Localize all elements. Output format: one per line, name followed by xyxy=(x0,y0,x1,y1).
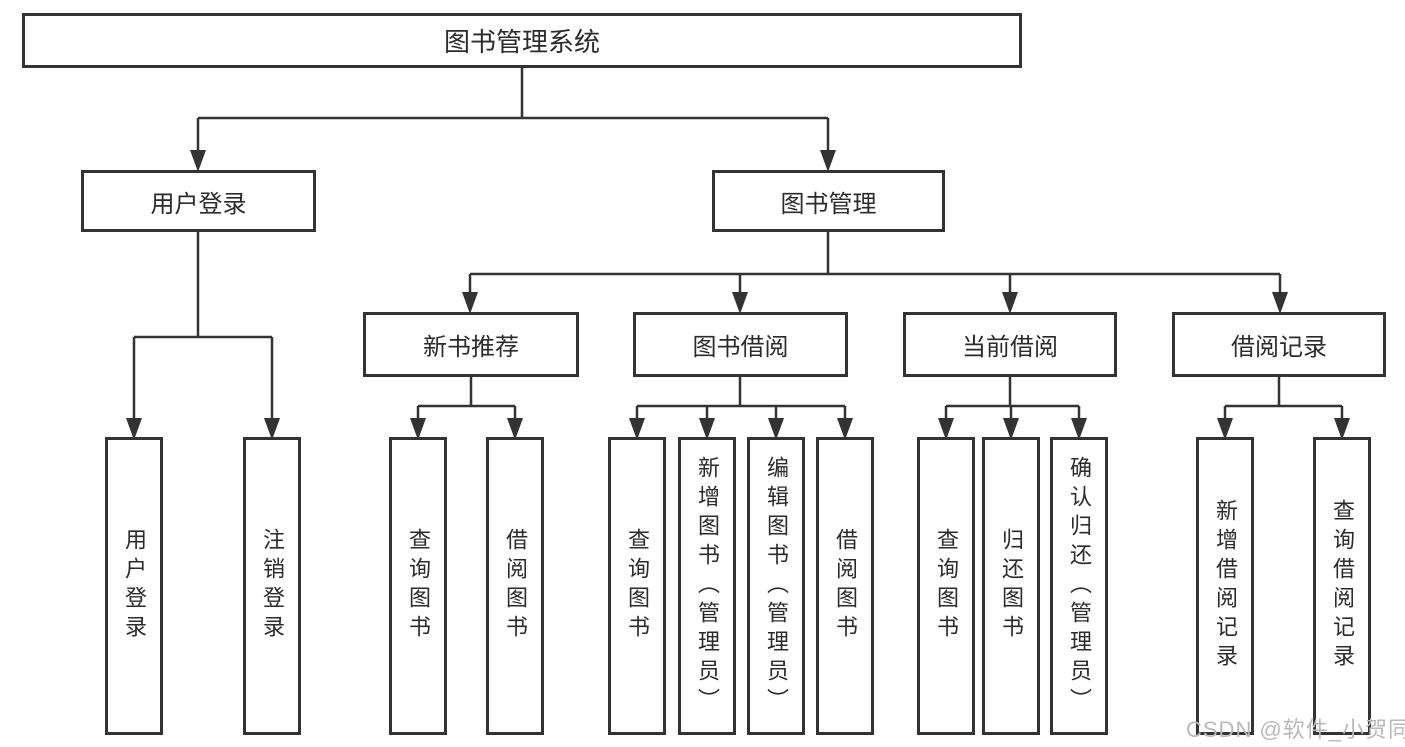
leaf-label: 用户登录 xyxy=(122,528,147,644)
node-new-book-recommend: 新书推荐 xyxy=(363,312,579,377)
leaf-borrow-books: 借阅图书 xyxy=(816,437,874,735)
node-borrowing-records: 借阅记录 xyxy=(1172,312,1386,377)
arrowhead-icon xyxy=(190,150,206,172)
leaf-label: 新增图书（管理员） xyxy=(695,455,720,717)
arrowhead-icon xyxy=(1002,292,1018,314)
node-root-library-system: 图书管理系统 xyxy=(22,13,1022,68)
node-label: 用户登录 xyxy=(150,190,247,218)
node-current-borrowing: 当前借阅 xyxy=(903,312,1117,377)
leaf-query-books-borrowing: 查询图书 xyxy=(608,437,666,735)
leaf-query-books-recommend: 查询图书 xyxy=(389,437,447,735)
node-label: 借阅记录 xyxy=(1231,334,1327,361)
arrowhead-icon xyxy=(462,292,478,314)
leaf-label: 查询图书 xyxy=(934,528,959,644)
leaf-user-login: 用户登录 xyxy=(105,437,163,735)
node-book-borrowing: 图书借阅 xyxy=(633,312,848,377)
leaf-label: 编辑图书（管理员） xyxy=(764,455,789,717)
leaf-label: 借阅图书 xyxy=(833,528,858,644)
leaf-edit-books-admin: 编辑图书（管理员） xyxy=(747,437,805,735)
arrowhead-icon xyxy=(732,292,748,314)
node-label: 当前借阅 xyxy=(962,334,1058,361)
csdn-watermark: CSDN @软件_小贺同学 xyxy=(1186,717,1405,742)
leaf-label: 新增借阅记录 xyxy=(1213,499,1238,673)
leaf-label: 归还图书 xyxy=(999,528,1024,644)
leaf-confirm-return-admin: 确认归还（管理员） xyxy=(1050,437,1108,735)
leaf-label: 查询借阅记录 xyxy=(1330,499,1355,673)
node-label: 图书管理 xyxy=(780,190,877,218)
leaf-return-books: 归还图书 xyxy=(982,437,1040,735)
node-book-management: 图书管理 xyxy=(712,170,945,232)
leaf-logout: 注销登录 xyxy=(243,437,301,735)
leaf-query-borrow-record: 查询借阅记录 xyxy=(1313,437,1371,735)
leaf-label: 借阅图书 xyxy=(503,528,528,644)
leaf-borrow-books-recommend: 借阅图书 xyxy=(486,437,544,735)
leaf-query-books-current: 查询图书 xyxy=(917,437,975,735)
node-user-login: 用户登录 xyxy=(81,170,316,232)
arrowhead-icon xyxy=(1272,292,1288,314)
leaf-label: 查询图书 xyxy=(406,528,431,644)
arrowhead-icon xyxy=(820,150,836,172)
leaf-label: 确认归还（管理员） xyxy=(1067,455,1092,717)
leaf-label: 注销登录 xyxy=(260,528,285,644)
leaf-add-books-admin: 新增图书（管理员） xyxy=(678,437,736,735)
leaf-label: 查询图书 xyxy=(625,528,650,644)
leaf-add-borrow-record: 新增借阅记录 xyxy=(1196,437,1254,735)
node-label: 图书借阅 xyxy=(692,334,789,361)
node-label: 新书推荐 xyxy=(423,334,519,361)
node-label: 图书管理系统 xyxy=(443,27,600,57)
